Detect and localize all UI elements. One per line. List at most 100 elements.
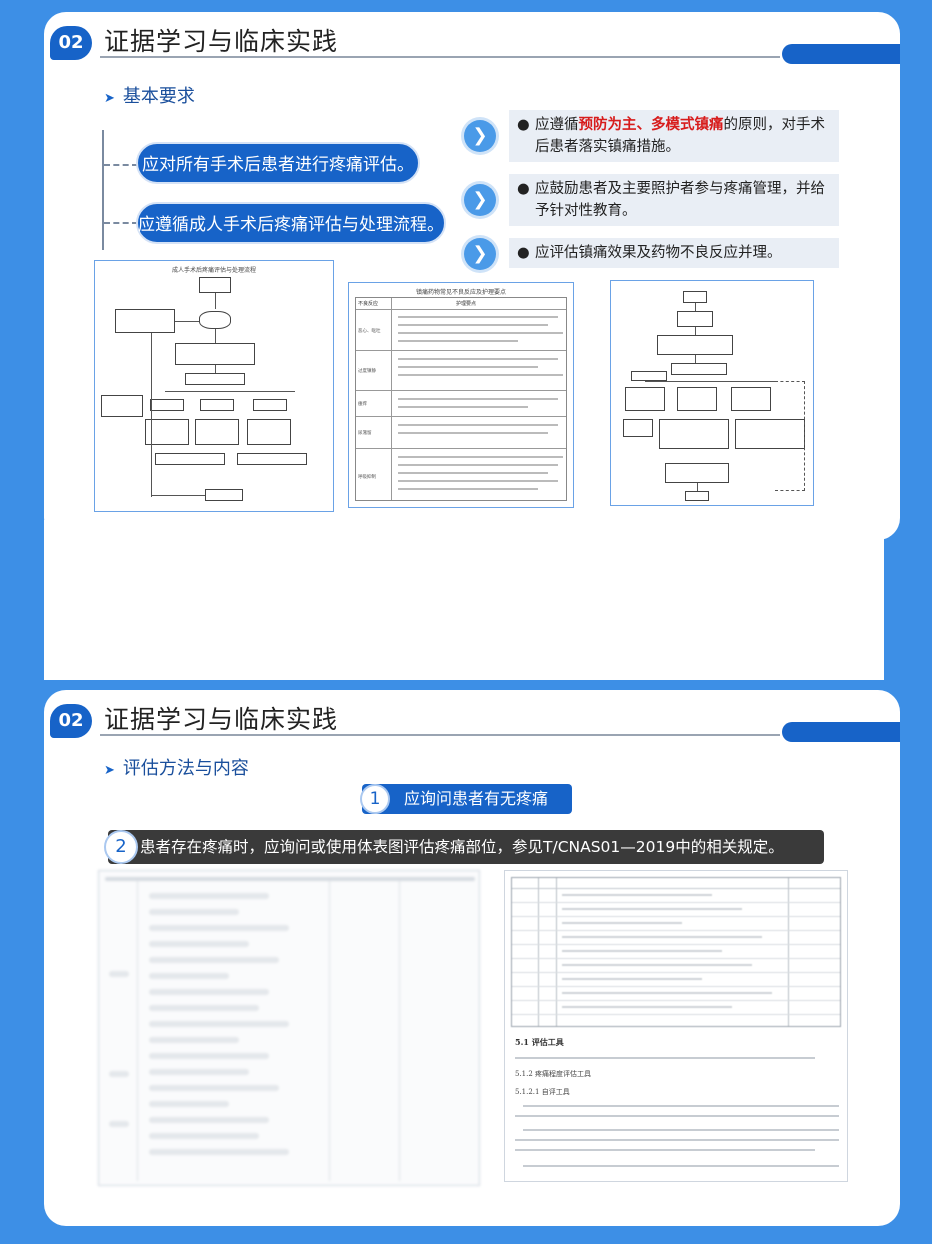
flow-box <box>185 373 245 385</box>
text-line <box>515 1057 815 1059</box>
doc-subsection-heading: 5.1.2 疼痛程度评估工具 <box>515 1070 592 1078</box>
flow-arrow <box>695 355 696 363</box>
requirement-item: ● 应评估镇痛效果及药物不良反应并理。 <box>509 238 839 268</box>
table-row-label: 恶心、呕吐 <box>358 329 381 334</box>
flow-arrow <box>697 483 698 491</box>
requirement-text: 应评估镇痛效果及药物不良反应并理。 <box>535 245 782 261</box>
flow-box <box>735 419 805 449</box>
text-line <box>562 908 742 910</box>
header-accent-bar <box>782 722 900 742</box>
step-1-text: 应询问患者有无疼痛 <box>404 789 549 808</box>
text-line <box>398 316 558 318</box>
flow-box <box>150 399 184 411</box>
header-divider <box>100 734 780 736</box>
page-title: 证据学习与临床实践 <box>104 27 339 56</box>
step-1-banner: 应询问患者有无疼痛 <box>362 784 572 814</box>
flow-box <box>205 489 243 501</box>
text-line <box>398 488 538 490</box>
table-row-divider <box>512 958 840 959</box>
text-line <box>398 424 558 426</box>
text-line <box>398 472 548 474</box>
text-line <box>109 1121 129 1127</box>
table-column-divider <box>137 881 138 1181</box>
text-line <box>562 992 772 994</box>
flow-loop <box>775 381 805 491</box>
requirement-pill: 应对所有手术后患者进行疼痛评估。 <box>136 142 420 184</box>
text-line <box>398 332 563 334</box>
text-line <box>398 456 563 458</box>
table-row-divider <box>512 944 840 945</box>
requirement-item: ● 应遵循预防为主、多模式镇痛的原则，对手术后患者落实镇痛措施。 <box>509 110 839 162</box>
table-row-divider <box>512 1014 840 1015</box>
section-number-badge: 02 <box>50 26 92 60</box>
text-line <box>149 1133 259 1139</box>
table-row-divider <box>512 986 840 987</box>
flow-box <box>200 399 234 411</box>
flow-box <box>677 387 717 411</box>
text-line <box>109 971 129 977</box>
text-line <box>149 973 229 979</box>
step-2-text: 患者存在疼痛时，应询问或使用体表图评估疼痛部位，参见T/CNAS01—2019中… <box>140 838 784 856</box>
flow-box <box>659 419 729 449</box>
step-1-number: 1 <box>360 784 390 814</box>
text-line <box>523 1105 839 1107</box>
text-line <box>149 1053 269 1059</box>
text-line <box>149 925 289 931</box>
flow-box <box>685 491 709 501</box>
text-line <box>562 964 752 966</box>
text-line <box>562 894 712 896</box>
text-line <box>149 957 279 963</box>
header-divider <box>100 56 780 58</box>
flowchart-title: 成人手术后疼痛评估与处理流程 <box>171 267 256 274</box>
bracket-line <box>102 130 104 250</box>
flow-arrow <box>151 495 205 496</box>
table-row-divider <box>512 916 840 917</box>
flow-box <box>175 343 255 365</box>
step-2-number: 2 <box>104 830 138 864</box>
text-line <box>149 1005 259 1011</box>
flow-box <box>155 453 225 465</box>
text-line <box>149 909 239 915</box>
flow-box <box>623 419 653 437</box>
text-line <box>398 480 558 482</box>
table-row-divider <box>356 416 566 417</box>
flowchart-thumbnail: 成人手术后疼痛评估与处理流程 <box>94 260 334 512</box>
table-row-label: 瘙痒 <box>358 402 367 407</box>
flow-arrow <box>695 303 696 311</box>
scoring-table <box>511 877 841 1027</box>
requirement-highlight: 预防为主、多模式镇痛 <box>578 117 724 133</box>
table-row-divider <box>356 309 566 310</box>
chevron-right-icon: ❯ <box>464 238 496 270</box>
text-line <box>562 978 702 980</box>
table-row-divider <box>512 902 840 903</box>
section-number-badge: 02 <box>50 704 92 738</box>
text-line <box>523 1165 839 1167</box>
step-2-banner: 患者存在疼痛时，应询问或使用体表图评估疼痛部位，参见T/CNAS01—2019中… <box>108 830 824 864</box>
standard-document-excerpt: 5.1 评估工具 5.1.2 疼痛程度评估工具 5.1.2.1 自评工具 <box>504 870 848 1182</box>
text-line <box>149 1117 269 1123</box>
header-accent-bar <box>782 44 900 64</box>
text-line <box>149 941 249 947</box>
flow-decision <box>199 311 231 329</box>
flow-box <box>731 387 771 411</box>
bullet-icon: ● <box>517 245 530 261</box>
table-row-divider <box>356 350 566 351</box>
arrow-icon: ➤ <box>104 763 115 778</box>
requirement-pill: 应遵循成人手术后疼痛评估与处理流程。 <box>136 202 446 244</box>
table-row-divider <box>512 888 840 889</box>
flow-arrow <box>175 321 199 322</box>
table-row-label: 呼吸抑制 <box>358 475 376 480</box>
text-line <box>562 1006 732 1008</box>
text-line <box>562 950 722 952</box>
table-title: 镇痛药物常见不良反应及护理要点 <box>415 289 506 296</box>
text-line <box>105 877 475 881</box>
subheading: ➤评估方法与内容 <box>104 754 249 780</box>
slide-header: 02 证据学习与临床实践 <box>44 690 900 744</box>
slide-assessment-methods: 02 证据学习与临床实践 ➤评估方法与内容 应询问患者有无疼痛 1 患者存在疼痛… <box>44 690 900 1226</box>
requirement-text: 应遵循 <box>535 117 579 133</box>
table-header-cell: 护理要点 <box>456 301 477 307</box>
table-header-cell: 不良反应 <box>358 301 379 307</box>
subheading-text: 基本要求 <box>122 86 195 107</box>
table-row-label: 过度镇静 <box>358 369 376 374</box>
text-line <box>149 1069 249 1075</box>
